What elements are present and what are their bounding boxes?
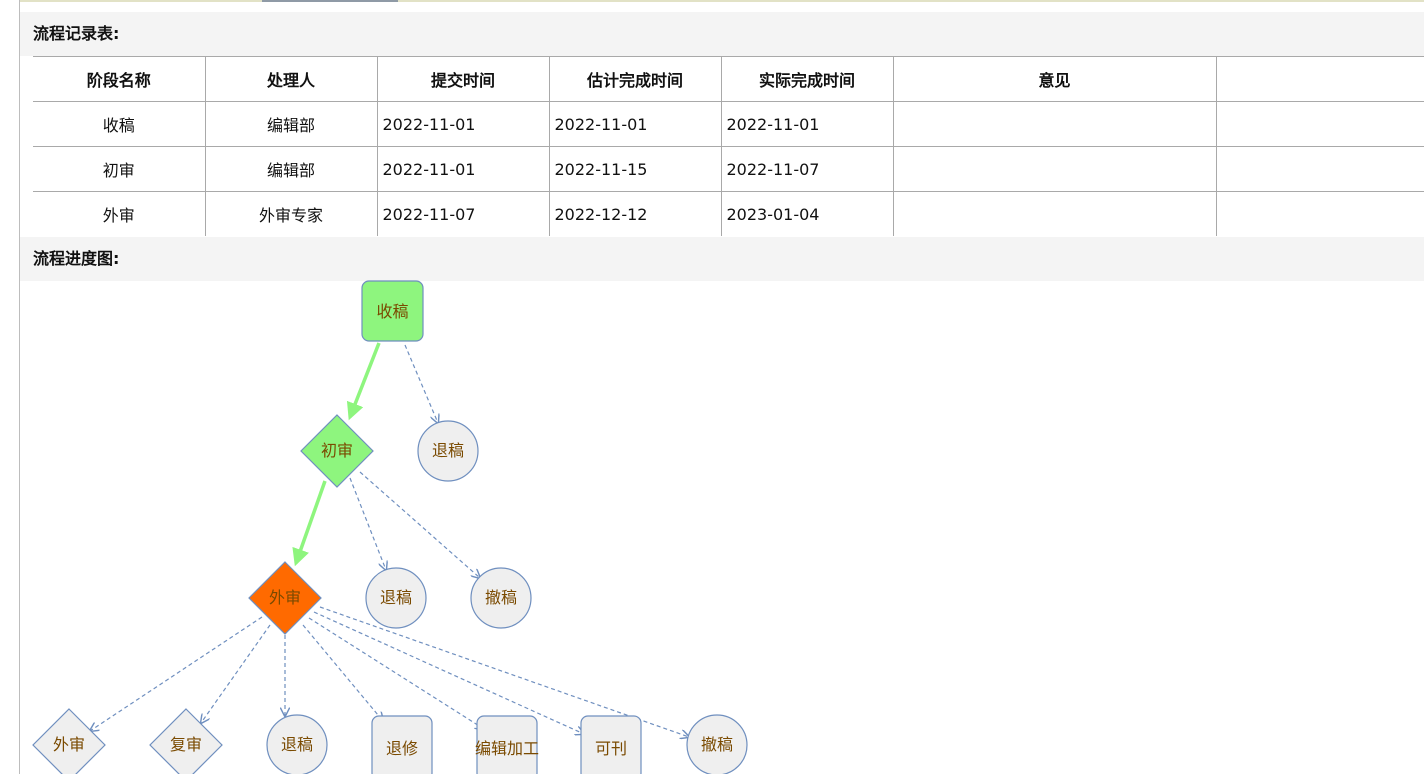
cell-opinion [893,146,1217,192]
node-second-review-label: 复审 [170,735,202,754]
node-receive[interactable]: 收稿 [361,280,424,342]
edge-external-to-revise [302,624,383,721]
flow-edges [90,342,689,737]
cell-submit: 2022-11-01 [377,146,550,192]
node-receive-reject-label: 退稿 [432,441,464,460]
cell-handler: 编辑部 [205,146,378,192]
edge-external-to-publishable [313,611,584,734]
node-edit-process-label: 编辑加工 [475,739,539,758]
node-external-review-label: 外审 [269,588,301,607]
node-edit-process[interactable]: 编辑加工 [475,715,539,774]
edge-initial-to-external [292,480,327,567]
edge-external-to-edit [308,617,484,729]
cell-stage: 收稿 [33,101,206,147]
cell-handler: 编辑部 [205,101,378,147]
header-handler: 处理人 [205,56,378,102]
edge-receive-to-reject [404,344,438,423]
records-section-title: 流程记录表: [20,12,1424,56]
node-initial-review-label: 初审 [321,441,353,460]
header-stage-name: 阶段名称 [33,56,206,102]
node-external-reject-label: 退稿 [281,735,313,754]
header-extra [1216,56,1424,102]
node-revise[interactable]: 退修 [371,715,433,774]
header-actual-time: 实际完成时间 [721,56,894,102]
node-external-withdraw-label: 撤稿 [701,735,733,754]
header-estimated-time: 估计完成时间 [549,56,722,102]
node-initial-withdraw[interactable]: 撤稿 [470,567,532,629]
table-row: 收稿 编辑部 2022-11-01 2022-11-01 2022-11-01 [33,101,1424,147]
edge-receive-to-initial [346,342,381,421]
active-tab-indicator[interactable] [262,0,398,2]
cell-actual: 2023-01-04 [721,191,894,236]
cell-stage: 外审 [33,191,206,236]
edge-external-to-external [90,616,263,731]
cell-opinion [893,101,1217,147]
edge-external-to-second [201,624,271,723]
node-external-withdraw[interactable]: 撤稿 [686,714,748,774]
node-publishable[interactable]: 可刊 [580,715,642,774]
edge-initial-to-withdraw [359,471,480,578]
node-initial-reject[interactable]: 退稿 [365,567,427,629]
node-external-reject[interactable]: 退稿 [266,714,328,774]
cell-extra [1216,191,1424,236]
cell-estimated: 2022-12-12 [549,191,722,236]
header-submit-time: 提交时间 [377,56,550,102]
records-table: 阶段名称 处理人 提交时间 估计完成时间 实际完成时间 意见 收稿 编辑部 20… [33,56,1424,236]
table-row: 外审 外审专家 2022-11-07 2022-12-12 2023-01-04 [33,191,1424,236]
node-initial-reject-label: 退稿 [380,588,412,607]
node-next-external-review[interactable]: 外审 [32,708,106,774]
node-publishable-label: 可刊 [595,739,627,758]
cell-estimated: 2022-11-01 [549,101,722,147]
cell-opinion [893,191,1217,236]
node-external-review[interactable]: 外审 [248,561,322,635]
cell-estimated: 2022-11-15 [549,146,722,192]
diagram-section-title: 流程进度图: [20,237,1424,281]
node-receive-label: 收稿 [376,302,408,321]
cell-handler: 外审专家 [205,191,378,236]
header-opinion: 意见 [893,56,1217,102]
node-next-external-review-label: 外审 [53,735,85,754]
left-border [19,0,20,774]
top-tab-strip [20,0,1424,2]
cell-actual: 2022-11-07 [721,146,894,192]
node-revise-label: 退修 [386,739,418,758]
cell-stage: 初审 [33,146,206,192]
cell-actual: 2022-11-01 [721,101,894,147]
cell-extra [1216,146,1424,192]
node-receive-reject[interactable]: 退稿 [417,420,479,482]
cell-extra [1216,101,1424,147]
table-row: 初审 编辑部 2022-11-01 2022-11-15 2022-11-07 [33,146,1424,192]
edge-external-to-withdraw [319,606,689,737]
table-header-row: 阶段名称 处理人 提交时间 估计完成时间 实际完成时间 意见 [33,56,1424,102]
node-initial-withdraw-label: 撤稿 [485,588,517,607]
cell-submit: 2022-11-07 [377,191,550,236]
node-initial-review[interactable]: 初审 [300,414,374,488]
cell-submit: 2022-11-01 [377,101,550,147]
edge-initial-to-reject [349,477,386,570]
node-second-review[interactable]: 复审 [149,708,223,774]
